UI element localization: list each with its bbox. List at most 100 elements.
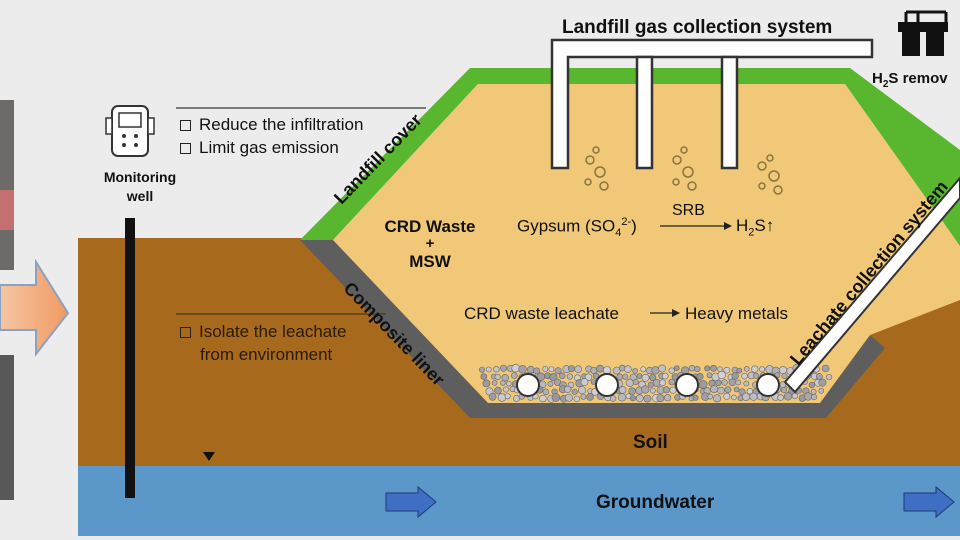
- gravel-stone: [710, 385, 719, 394]
- gravel-stone: [783, 392, 793, 401]
- gravel-stone: [571, 388, 578, 395]
- gravel-stone: [706, 372, 713, 379]
- gravel-stone: [659, 379, 666, 387]
- gravel-stone: [743, 366, 750, 372]
- gravel-stone: [624, 365, 632, 374]
- gravel-stone: [791, 392, 799, 400]
- gravel-stone: [810, 388, 817, 395]
- gravel-stone: [663, 394, 672, 402]
- gravel-stone: [692, 394, 699, 401]
- gas-bubbles: [584, 146, 783, 195]
- gravel-stone: [574, 365, 583, 374]
- waste-body: [333, 84, 960, 403]
- left-photo-accent: [0, 190, 14, 230]
- gravel-stone: [780, 387, 788, 394]
- leachate-collection-pipe: [783, 176, 960, 394]
- checkbox-icon: [180, 327, 191, 338]
- gravel-stone: [749, 392, 758, 401]
- gravel-stone: [696, 372, 704, 380]
- gravel-stone: [811, 393, 818, 400]
- flow-arrow-icon: [903, 485, 955, 519]
- gravel-stone: [736, 367, 743, 374]
- groundwater-label: Groundwater: [596, 492, 715, 513]
- gravel-stone: [563, 385, 572, 393]
- cover-note: Reduce the infiltration: [180, 113, 363, 136]
- monitoring-well-pipe: [125, 218, 135, 498]
- gravel-stone: [622, 373, 629, 380]
- gravel-stone: [617, 393, 627, 402]
- gravel-stone: [635, 394, 644, 403]
- gravel-stone: [518, 365, 527, 374]
- gravel-stone: [721, 379, 728, 386]
- gravel-stone: [502, 386, 509, 393]
- gravel-stone: [821, 364, 830, 373]
- gravel-stone: [616, 373, 624, 381]
- gravel-stone: [704, 365, 711, 372]
- gravel-stone: [735, 379, 742, 386]
- leachate-pipe: [516, 373, 540, 397]
- gravel-stone: [662, 386, 670, 394]
- h2s-removal-label: H2S remov: [872, 70, 948, 90]
- gravel-stone: [656, 394, 665, 403]
- gravel-stone: [668, 367, 675, 374]
- gravel-stone: [510, 372, 518, 379]
- gravel-stone: [533, 367, 541, 375]
- gravel-stone: [497, 393, 507, 402]
- gravel-stone: [564, 393, 573, 402]
- gravel-stone: [567, 365, 575, 373]
- gravel-stone: [632, 368, 638, 374]
- gravel-stone: [478, 366, 485, 373]
- gravel-stone: [505, 380, 512, 387]
- gravel-stone: [668, 378, 676, 386]
- gypsum-label: Gypsum (SO42-): [517, 216, 637, 240]
- gravel-stone: [590, 366, 598, 374]
- gravel-stone: [632, 378, 639, 385]
- gravel-stone: [710, 364, 717, 372]
- gravel-stone: [652, 378, 661, 387]
- gravel-stone: [673, 365, 680, 371]
- gravel-stone: [724, 386, 732, 394]
- gravel-stone: [586, 393, 594, 401]
- gas-collection-pipes: [550, 38, 874, 170]
- cover-note: Limit gas emission: [180, 136, 363, 159]
- gravel-stone: [494, 373, 501, 381]
- reaction-arrows: [650, 222, 732, 317]
- gravel-stone: [485, 366, 492, 373]
- leachate-pipe: [595, 373, 619, 397]
- gravel-stone: [596, 364, 604, 373]
- gravel-stone: [548, 366, 555, 372]
- gravel-stone: [731, 372, 739, 380]
- gravel-stone: [482, 379, 491, 388]
- gravel-stone: [741, 372, 748, 380]
- gravel-stone: [818, 387, 825, 394]
- gravel-stone: [629, 395, 636, 402]
- gravel-stone: [554, 367, 562, 375]
- leachate-pipes: [516, 373, 780, 397]
- gravel-stone: [493, 366, 500, 373]
- liner-note: Isolate the leachate from environment: [180, 320, 346, 366]
- gravel-stone: [491, 380, 498, 386]
- checkbox-icon: [180, 120, 191, 131]
- gravel-stone: [566, 373, 574, 380]
- gravel-stone: [707, 393, 714, 400]
- gravel-stone: [539, 394, 547, 403]
- gravel-stone: [698, 380, 708, 389]
- gravel-stone: [803, 392, 813, 401]
- gravel-stone: [636, 373, 643, 380]
- flow-arrow-icon: [385, 485, 437, 519]
- leachate-pipe: [756, 373, 780, 397]
- gravel-stone: [577, 386, 586, 395]
- heavy-metals-label: Heavy metals: [685, 304, 788, 323]
- gravel-stone: [715, 379, 722, 386]
- gravel-stone: [759, 366, 766, 373]
- gravel-stone: [618, 386, 627, 394]
- left-photo-bottom: [0, 355, 14, 500]
- gravel-stone: [808, 381, 816, 389]
- gravel-stone: [661, 372, 669, 380]
- gravel-stone: [825, 374, 833, 381]
- gravel-stone: [643, 394, 652, 403]
- monitoring-device-icon: [105, 105, 155, 157]
- gravel-stone: [625, 393, 632, 399]
